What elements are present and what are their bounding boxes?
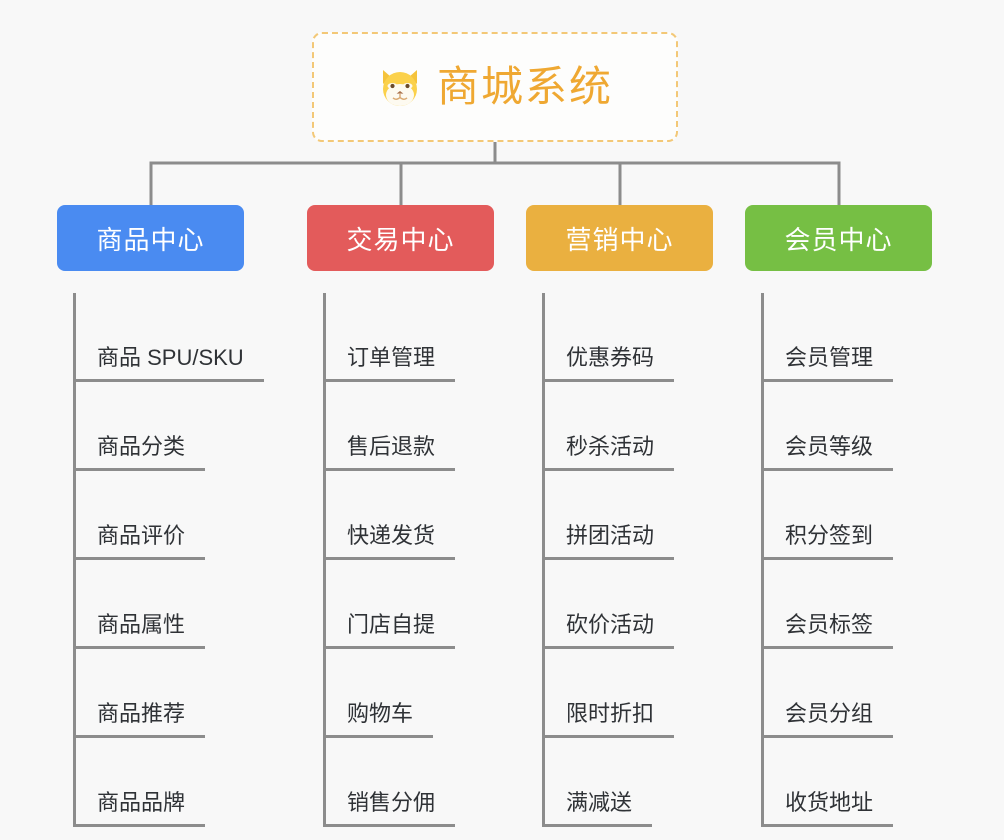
leaf-label: 售后退款 <box>323 434 456 471</box>
leaf-node[interactable]: 销售分佣 <box>323 738 494 827</box>
leaf-node[interactable]: 商品属性 <box>73 560 264 649</box>
leaf-node[interactable]: 收货地址 <box>761 738 932 827</box>
branch-items-4: 会员管理 会员等级 积分签到 会员标签 会员分组 收货地址 <box>761 293 932 827</box>
leaf-label: 秒杀活动 <box>542 434 675 471</box>
branch-header-3[interactable]: 营销中心 <box>526 205 713 271</box>
leaf-node[interactable]: 商品品牌 <box>73 738 264 827</box>
leaf-label: 商品推荐 <box>73 701 206 738</box>
branch-column-1: 商品中心 商品 SPU/SKU 商品分类 商品评价 商品属性 商品推荐 商品品牌 <box>57 205 264 827</box>
leaf-label: 满减送 <box>542 790 653 827</box>
leaf-node[interactable]: 会员标签 <box>761 560 932 649</box>
branch-header-2[interactable]: 交易中心 <box>307 205 494 271</box>
leaf-label: 订单管理 <box>323 345 456 382</box>
leaf-label: 商品评价 <box>73 523 206 560</box>
leaf-node[interactable]: 商品 SPU/SKU <box>73 293 264 382</box>
branch-items-3: 优惠券码 秒杀活动 拼团活动 砍价活动 限时折扣 满减送 <box>542 293 713 827</box>
leaf-label: 限时折扣 <box>542 701 675 738</box>
leaf-label: 快递发货 <box>323 523 456 560</box>
leaf-label: 商品品牌 <box>73 790 206 827</box>
leaf-node[interactable]: 商品分类 <box>73 382 264 471</box>
leaf-node[interactable]: 满减送 <box>542 738 713 827</box>
leaf-label: 优惠券码 <box>542 345 675 382</box>
leaf-label: 砍价活动 <box>542 612 675 649</box>
leaf-node[interactable]: 商品推荐 <box>73 649 264 738</box>
leaf-label: 会员管理 <box>761 345 894 382</box>
leaf-node[interactable]: 优惠券码 <box>542 293 713 382</box>
branch-column-3: 营销中心 优惠券码 秒杀活动 拼团活动 砍价活动 限时折扣 满减送 <box>526 205 713 827</box>
leaf-label: 拼团活动 <box>542 523 675 560</box>
leaf-node[interactable]: 砍价活动 <box>542 560 713 649</box>
leaf-node[interactable]: 订单管理 <box>323 293 494 382</box>
leaf-node[interactable]: 购物车 <box>323 649 494 738</box>
dog-face-icon <box>377 64 423 110</box>
root-node[interactable]: 商城系统 <box>312 32 678 142</box>
leaf-label: 销售分佣 <box>323 790 456 827</box>
branch-items-2: 订单管理 售后退款 快递发货 门店自提 购物车 销售分佣 <box>323 293 494 827</box>
leaf-node[interactable]: 会员分组 <box>761 649 932 738</box>
leaf-label: 会员标签 <box>761 612 894 649</box>
branch-column-4: 会员中心 会员管理 会员等级 积分签到 会员标签 会员分组 收货地址 <box>745 205 932 827</box>
root-title: 商城系统 <box>436 63 613 110</box>
leaf-label: 购物车 <box>323 701 434 738</box>
leaf-node[interactable]: 商品评价 <box>73 471 264 560</box>
leaf-node[interactable]: 会员等级 <box>761 382 932 471</box>
leaf-label: 会员等级 <box>761 434 894 471</box>
leaf-label: 收货地址 <box>761 790 894 827</box>
branch-header-4[interactable]: 会员中心 <box>745 205 932 271</box>
leaf-label: 商品属性 <box>73 612 206 649</box>
leaf-node[interactable]: 积分签到 <box>761 471 932 560</box>
leaf-node[interactable]: 售后退款 <box>323 382 494 471</box>
leaf-node[interactable]: 快递发货 <box>323 471 494 560</box>
leaf-node[interactable]: 拼团活动 <box>542 471 713 560</box>
leaf-node[interactable]: 限时折扣 <box>542 649 713 738</box>
leaf-node[interactable]: 会员管理 <box>761 293 932 382</box>
leaf-label: 商品分类 <box>73 434 206 471</box>
leaf-label: 积分签到 <box>761 523 894 560</box>
leaf-node[interactable]: 秒杀活动 <box>542 382 713 471</box>
branch-column-2: 交易中心 订单管理 售后退款 快递发货 门店自提 购物车 销售分佣 <box>307 205 494 827</box>
leaf-node[interactable]: 门店自提 <box>323 560 494 649</box>
branch-header-1[interactable]: 商品中心 <box>57 205 244 271</box>
leaf-label: 门店自提 <box>323 612 456 649</box>
leaf-label: 商品 SPU/SKU <box>73 345 264 382</box>
leaf-label: 会员分组 <box>761 701 894 738</box>
branch-items-1: 商品 SPU/SKU 商品分类 商品评价 商品属性 商品推荐 商品品牌 <box>73 293 264 827</box>
